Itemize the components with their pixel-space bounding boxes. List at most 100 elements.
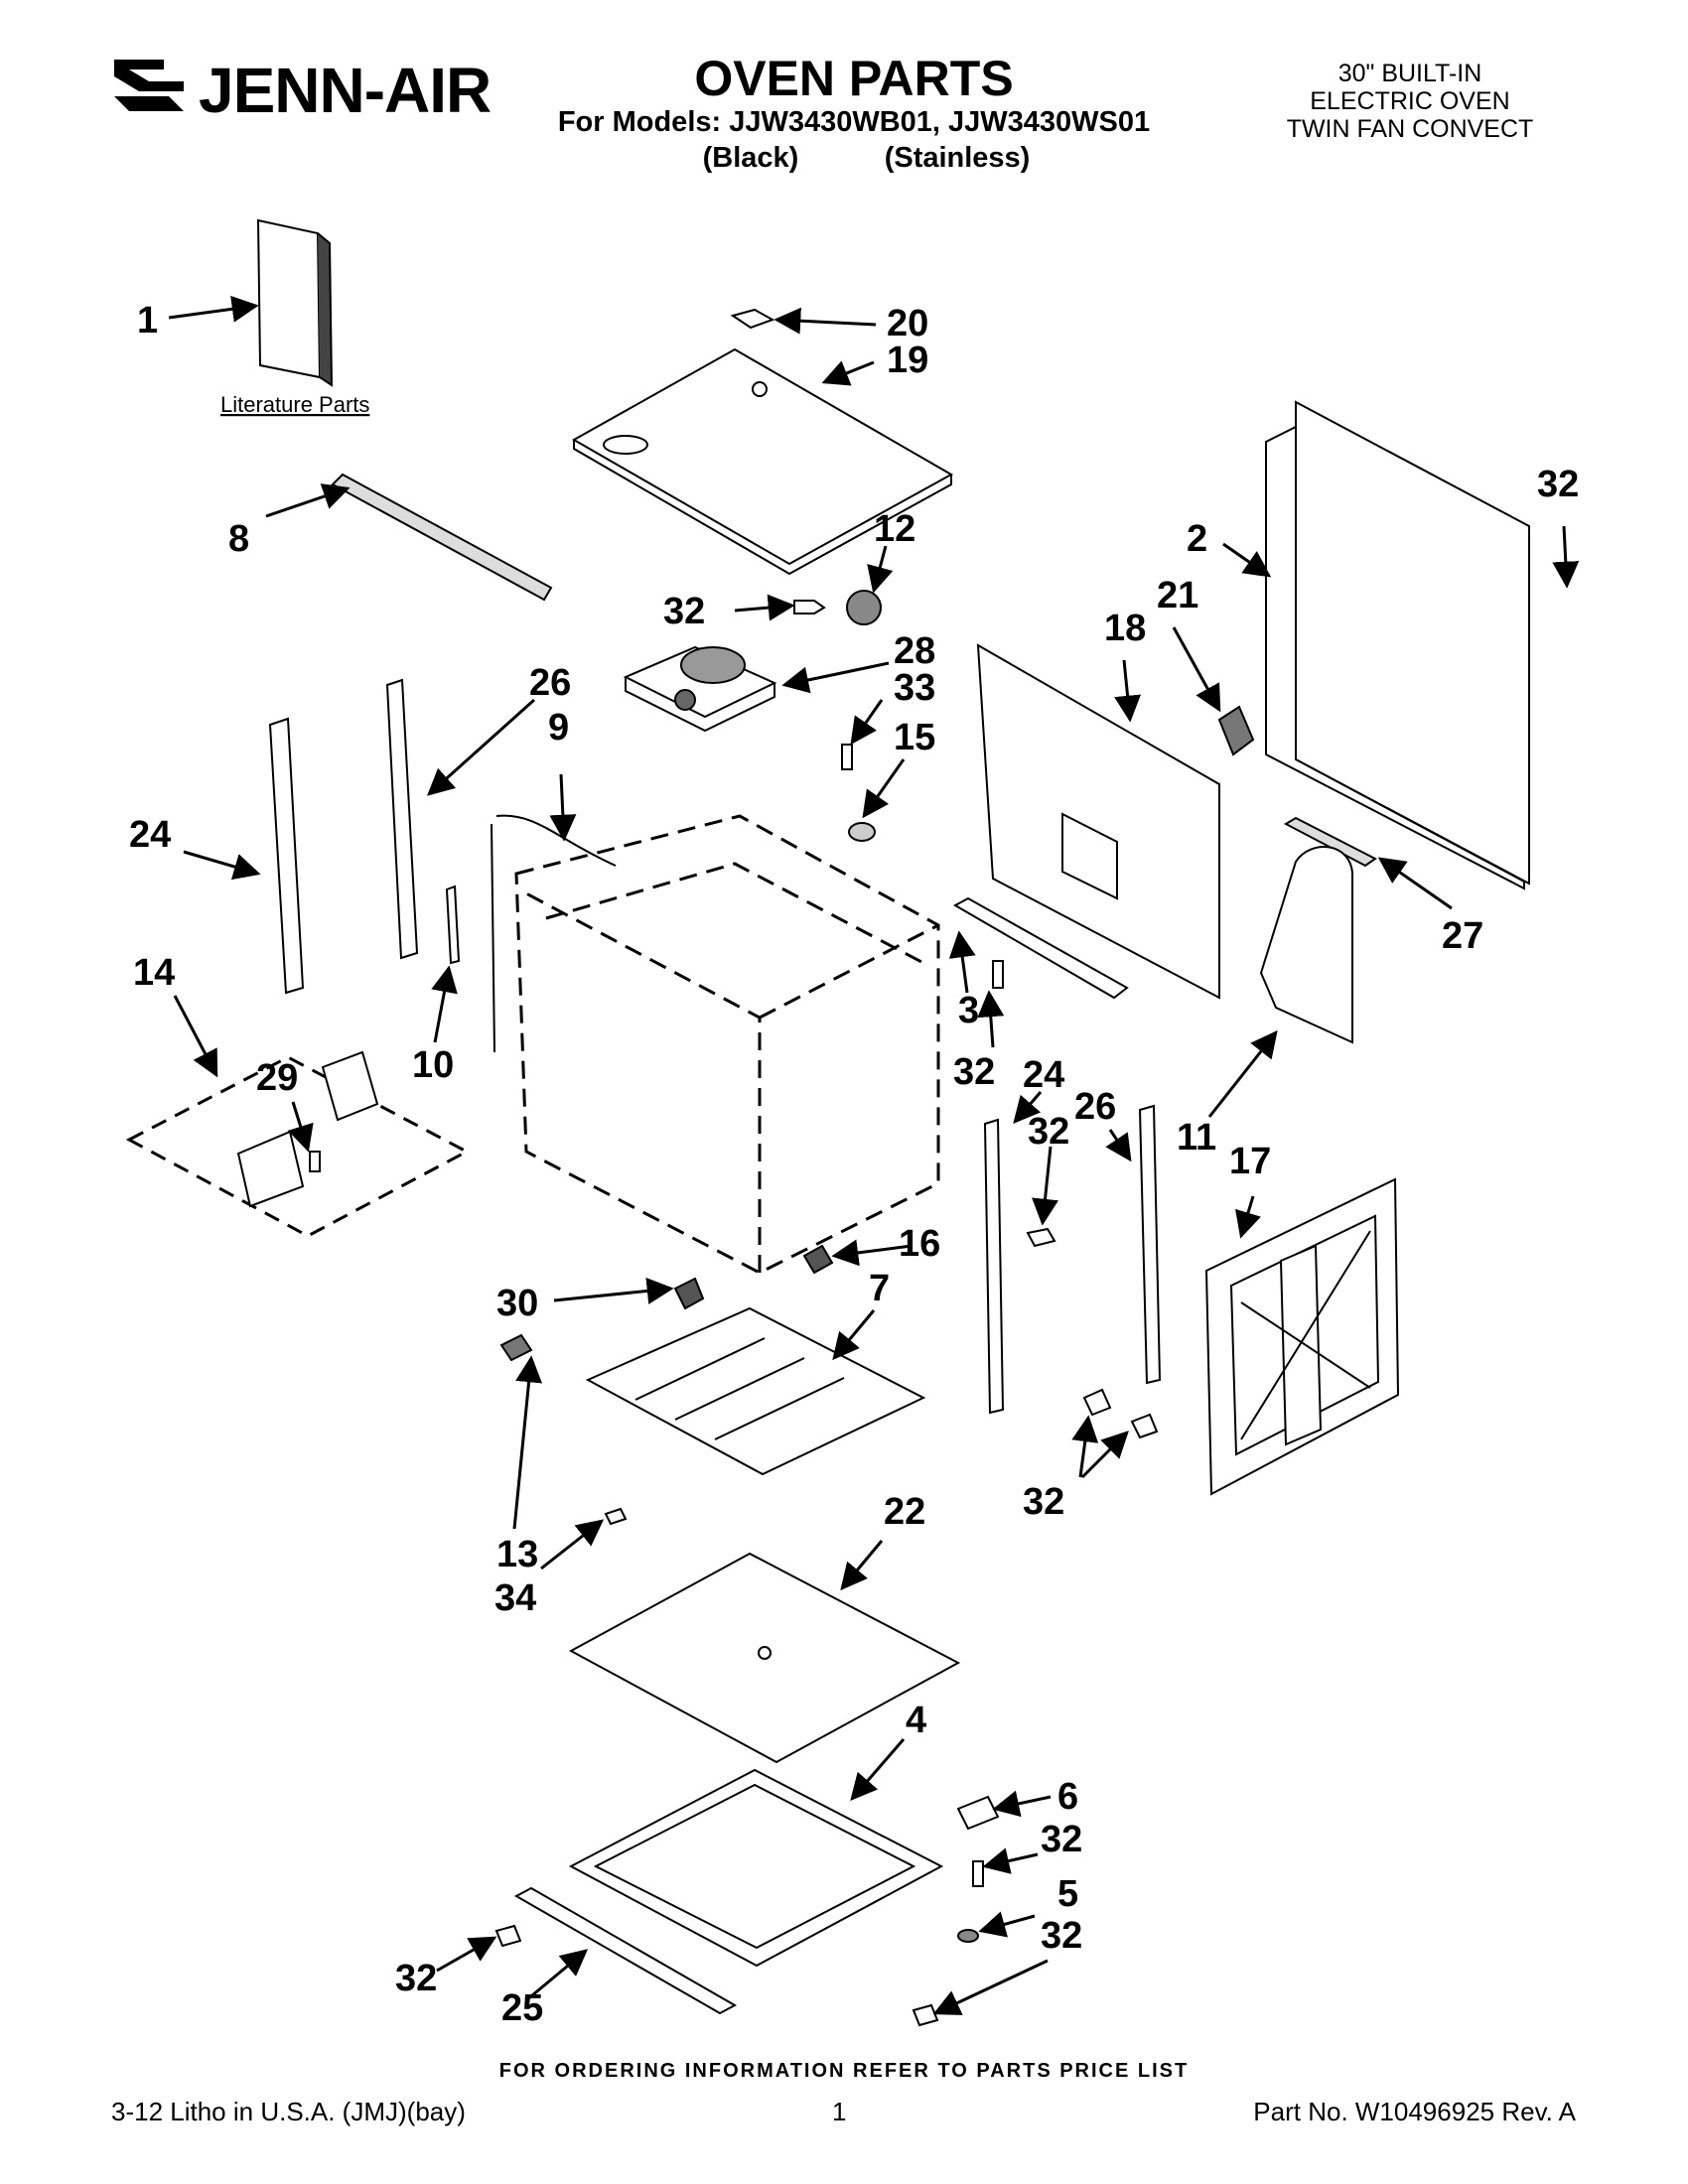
callout-28: 28 [894,630,935,672]
callout-20: 20 [887,303,928,344]
callout-24-left: 24 [129,814,171,856]
callout-labels: 1 20 19 8 32 12 28 33 15 26 9 24 14 29 1… [129,300,1579,2029]
jenn-air-logo: JENN-AIR [109,52,492,131]
litho-info: 3-12 Litho in U.S.A. (JMJ)(bay) [111,2097,466,2126]
screw-17b [1130,1413,1159,1439]
rail-3-part [952,896,1129,1000]
screw-6 [972,1860,984,1887]
switch-part [499,1333,533,1362]
callout-32-bracket: 32 [1041,1819,1082,1860]
page-number: 1 [832,2097,847,2126]
wrap-panel-part [1265,400,1530,890]
callout-10: 10 [412,1044,454,1086]
insulation-part [1259,846,1353,1044]
side-strip-part [268,717,305,995]
callout-9: 9 [548,707,569,749]
exploded-parts-diagram: 1 20 19 8 32 12 28 33 15 26 9 24 14 29 1… [125,218,1579,2029]
top-panel-part [571,347,954,576]
part-30 [673,1277,705,1310]
cavity-wire [495,814,617,867]
oven-cavity-part [514,814,940,1275]
bottom-tray-part [568,1768,944,1968]
callout-17: 17 [1229,1141,1271,1182]
side-bracket-right-part [1138,1104,1162,1385]
callout-8: 8 [228,518,249,560]
part-16 [802,1244,834,1275]
rail-25-part [513,1886,738,2015]
callout-32-bottom-right: 32 [1041,1915,1082,1957]
callout-14: 14 [133,952,175,994]
appliance-type-line-2: ELECTRIC OVEN [1310,87,1510,115]
jenn-air-logo-mark [114,60,184,111]
callout-27: 27 [1442,915,1483,957]
fan-motor-part [623,645,777,733]
side-strip-right-part [983,1118,1005,1415]
callout-13: 13 [496,1534,538,1575]
cavity-seal [491,823,495,1053]
callout-32-bottom-left: 32 [395,1958,437,1999]
grille-part [846,590,882,625]
variant-black: (Black) [702,142,799,174]
callout-32-mid: 32 [953,1051,995,1093]
model-variants: (Black) (Stainless) [556,141,1152,175]
callout-3: 3 [958,990,979,1031]
parts-drawing [125,218,1530,2027]
callout-32-right-top: 32 [1537,464,1579,505]
callout-26-left: 26 [529,662,571,704]
literature-booklet-part [256,218,334,387]
part-5 [957,1929,979,1943]
callout-34: 34 [494,1577,536,1619]
appliance-type-line-3: TWIN FAN CONVECT [1286,115,1534,143]
callout-32-lower-right: 32 [1023,1481,1064,1523]
callout-11: 11 [1177,1117,1216,1159]
brand-name: JENN-AIR [199,55,492,126]
callout-12: 12 [874,508,915,550]
callout-15: 15 [894,717,935,758]
callout-7: 7 [869,1268,890,1309]
callout-33: 33 [894,667,935,709]
callout-4: 4 [906,1700,926,1741]
screw-3 [992,960,1004,989]
part-33 [841,744,853,770]
callout-25: 25 [501,1987,543,2029]
screw-25 [494,1924,522,1948]
literature-parts-label: Literature Parts [220,392,369,417]
callout-30: 30 [496,1283,538,1324]
screw-24 [1026,1227,1056,1248]
control-assembly-part [125,1050,471,1238]
element-tray-part [585,1306,926,1476]
rear-panel-part [976,643,1220,1000]
part-number: Part No. W10496925 Rev. A [1253,2097,1576,2126]
screw-17a [1082,1388,1112,1417]
callout-22: 22 [884,1491,925,1533]
callout-6: 6 [1057,1776,1078,1818]
part-21 [1217,705,1255,756]
page-title: OVEN PARTS [694,51,1014,106]
part-15 [848,822,876,842]
callout-1: 1 [137,300,158,341]
part-10 [445,885,461,965]
appliance-type: 30" BUILT-IN ELECTRIC OVEN TWIN FAN CONV… [1261,60,1559,143]
side-bracket-part [385,678,419,960]
part-6 [956,1795,1000,1831]
callout-19: 19 [887,340,928,381]
callout-32-top: 32 [663,591,705,632]
variant-stainless: (Stainless) [884,142,1031,174]
callout-21: 21 [1157,575,1198,616]
callout-32-right-mid: 32 [1028,1111,1069,1153]
callout-29: 29 [256,1057,298,1099]
part-20 [730,308,775,330]
callout-24-right: 24 [1023,1054,1064,1096]
screw-part [793,600,826,614]
ordering-note: FOR ORDERING INFORMATION REFER TO PARTS … [498,2060,1190,2082]
door-frame-part [1204,1177,1400,1496]
model-numbers: For Models: JJW3430WB01, JJW3430WS01 [557,106,1151,138]
title-block: OVEN PARTS For Models: JJW3430WB01, JJW3… [556,52,1152,175]
callout-26-right: 26 [1074,1086,1116,1128]
appliance-type-line-1: 30" BUILT-IN [1337,60,1482,87]
rail-part [331,473,553,602]
floor-plate-part [568,1552,961,1764]
callout-18: 18 [1104,608,1146,649]
callout-2: 2 [1187,518,1207,560]
screw-34 [604,1507,628,1526]
